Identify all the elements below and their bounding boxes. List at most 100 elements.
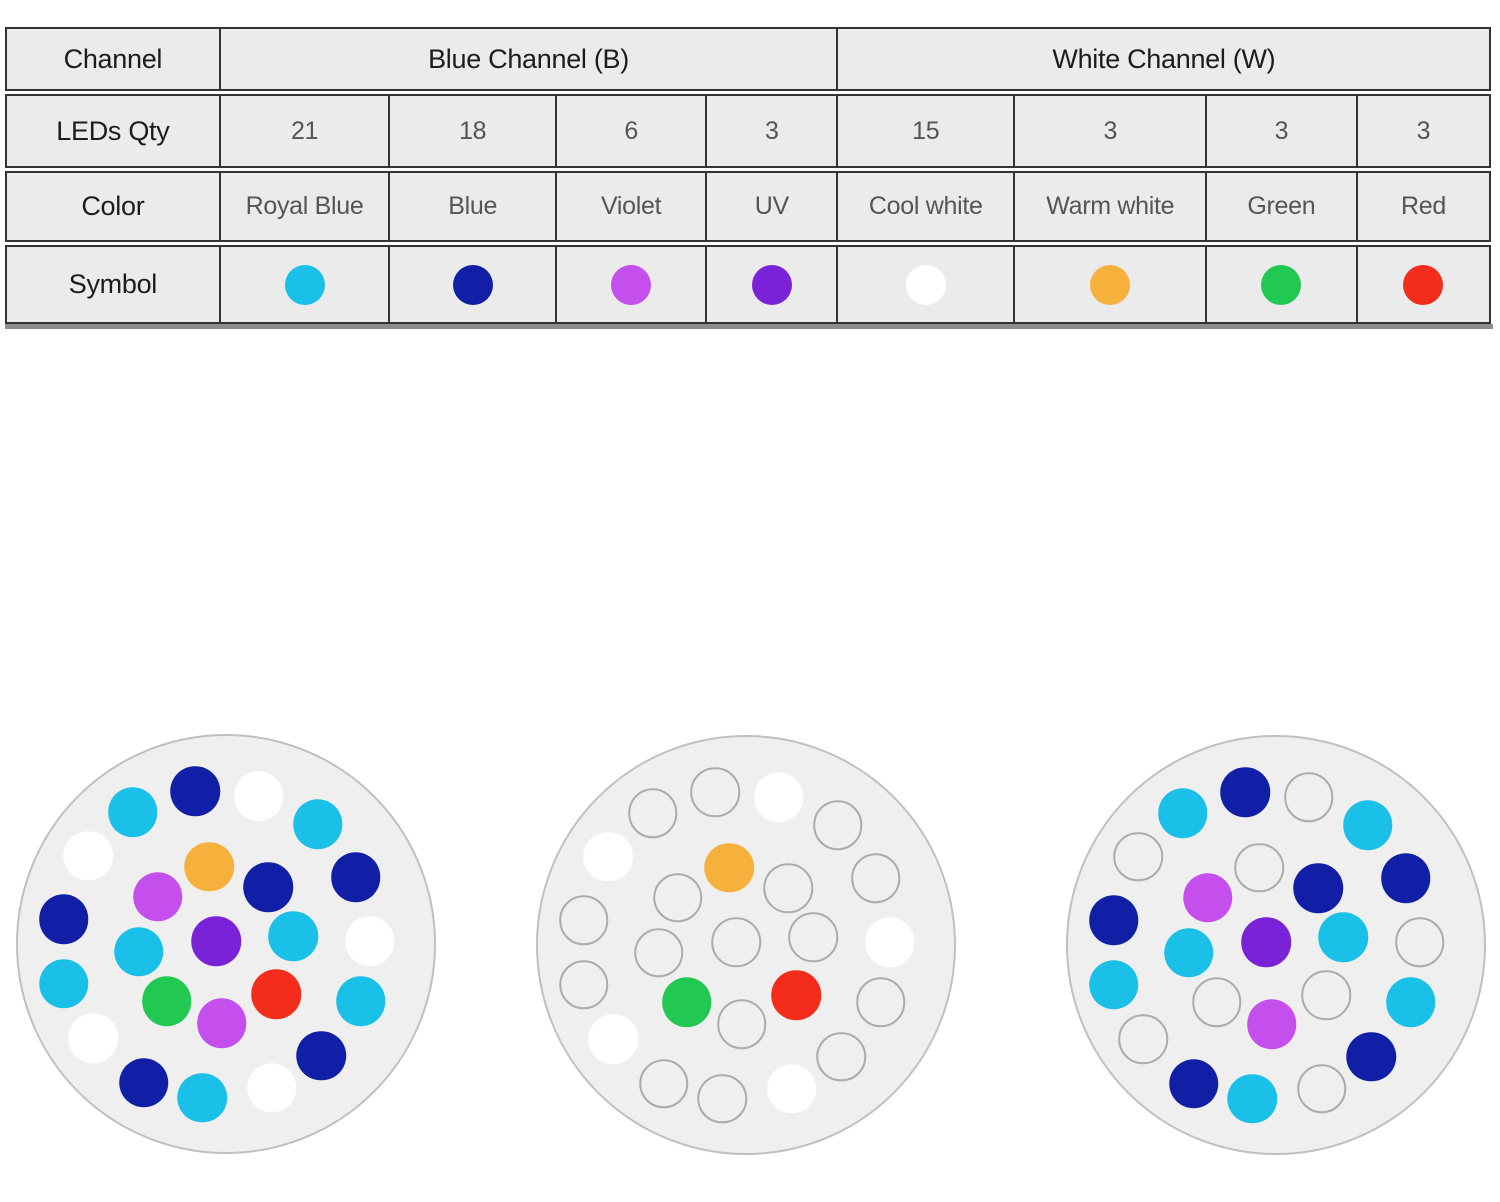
- led-red-lit: [771, 970, 822, 1021]
- color-row: Color Royal Blue Blue Violet UV Cool whi…: [5, 171, 1493, 242]
- color-name-warm-white: Warm white: [1015, 171, 1208, 242]
- symbol-dot-red-icon: [1403, 264, 1444, 305]
- led-uv-lit: [191, 916, 241, 966]
- led-blue-unlit: [559, 895, 609, 945]
- led-disc-blue-channel: [1066, 735, 1486, 1155]
- qty-violet: 6: [557, 94, 708, 168]
- led-royal-blue-unlit: [633, 928, 684, 978]
- led-cool-white-unlit: [1118, 1014, 1169, 1064]
- led-cool-white-lit: [63, 831, 114, 881]
- led-blue-lit: [1293, 863, 1344, 914]
- qty-uv: 3: [707, 94, 839, 168]
- leds-qty-row-label: LEDs Qty: [5, 94, 221, 168]
- color-name-blue: Blue: [390, 171, 558, 242]
- led-green-lit: [141, 976, 192, 1027]
- led-royal-blue-lit: [1318, 912, 1369, 962]
- qty-green: 3: [1207, 94, 1358, 168]
- qty-cool-white: 15: [838, 94, 1016, 168]
- led-warm-white-lit: [184, 841, 235, 892]
- led-blue-lit: [1381, 853, 1431, 904]
- led-royal-blue-lit: [1343, 800, 1393, 850]
- led-red-lit: [251, 969, 302, 1020]
- led-uv-lit: [1241, 917, 1291, 967]
- qty-red: 3: [1357, 94, 1492, 168]
- color-name-red: Red: [1357, 171, 1492, 242]
- led-royal-blue-lit: [1227, 1073, 1278, 1124]
- led-disc-all-channels: [16, 734, 436, 1154]
- led-cool-white-lit: [234, 771, 284, 822]
- qty-blue: 18: [390, 94, 558, 168]
- led-cool-white-lit: [344, 916, 395, 966]
- color-name-uv: UV: [707, 171, 839, 242]
- led-royal-blue-lit: [1158, 788, 1208, 838]
- led-warm-white-lit: [704, 842, 755, 893]
- led-royal-blue-lit: [113, 927, 164, 977]
- symbol-dot-royal-blue-icon: [284, 264, 325, 305]
- symbol-dot-uv-icon: [751, 264, 792, 305]
- led-royal-blue-unlit: [697, 1073, 748, 1124]
- led-cool-white-lit: [583, 832, 634, 882]
- led-blue-lit: [39, 894, 89, 944]
- symbol-dot-green-icon: [1261, 264, 1302, 305]
- led-royal-blue-lit: [39, 958, 89, 1009]
- led-cool-white-unlit: [1284, 772, 1334, 823]
- led-cool-white-unlit: [1297, 1063, 1347, 1114]
- symbol-row-label: Symbol: [5, 245, 221, 324]
- leds-qty-row: LEDs Qty 21 18 6 3 15 3 3 3: [5, 94, 1493, 168]
- led-cool-white-lit: [247, 1062, 297, 1113]
- color-name-cool-white: Cool white: [838, 171, 1016, 242]
- led-cool-white-lit: [588, 1014, 639, 1064]
- channel-row-label: Channel: [5, 27, 221, 91]
- led-royal-blue-unlit: [559, 959, 609, 1010]
- symbol-dot-blue-icon: [452, 264, 493, 305]
- symbol-dot-cool-white-icon: [905, 264, 946, 305]
- led-royal-blue-lit: [177, 1072, 228, 1123]
- color-name-violet: Violet: [557, 171, 708, 242]
- led-royal-blue-lit: [293, 799, 343, 849]
- led-blue-unlit: [851, 853, 901, 904]
- led-royal-blue-unlit: [856, 977, 906, 1028]
- led-cool-white-lit: [68, 1013, 119, 1063]
- led-blue-lit: [1168, 1058, 1219, 1109]
- color-row-label: Color: [5, 171, 221, 242]
- led-violet-unlit: [717, 999, 767, 1049]
- led-blue-lit: [243, 862, 294, 913]
- led-green-unlit: [1191, 977, 1242, 1028]
- led-cool-white-lit: [754, 772, 804, 823]
- symbol-dot-warm-white-icon: [1090, 264, 1131, 305]
- led-violet-lit: [197, 998, 247, 1048]
- led-royal-blue-lit: [1386, 977, 1436, 1028]
- led-blue-unlit: [763, 863, 814, 914]
- led-royal-blue-lit: [108, 787, 158, 837]
- led-blue-lit: [331, 852, 381, 903]
- led-royal-blue-unlit: [813, 800, 863, 850]
- led-blue-lit: [118, 1057, 169, 1108]
- symbol-dot-violet-icon: [611, 264, 652, 305]
- led-red-unlit: [1301, 970, 1352, 1021]
- led-cool-white-unlit: [1113, 832, 1164, 882]
- led-disc-white-channel: [536, 735, 956, 1155]
- led-cool-white-lit: [864, 917, 915, 967]
- led-channel-table: Channel Blue Channel (B) White Channel (…: [5, 27, 1493, 329]
- led-violet-unlit: [653, 872, 703, 923]
- symbol-row: Symbol: [5, 245, 1493, 324]
- white-channel-header: White Channel (W): [838, 27, 1492, 91]
- channel-row: Channel Blue Channel (B) White Channel (…: [5, 27, 1493, 91]
- led-royal-blue-lit: [336, 976, 386, 1027]
- color-name-green: Green: [1207, 171, 1358, 242]
- qty-warm-white: 3: [1015, 94, 1208, 168]
- led-royal-blue-lit: [268, 911, 319, 961]
- table-bottom-rule: [5, 324, 1493, 329]
- blue-channel-header: Blue Channel (B): [220, 27, 839, 91]
- qty-royal-blue: 21: [220, 94, 391, 168]
- led-blue-lit: [1346, 1032, 1396, 1082]
- led-blue-lit: [1089, 895, 1139, 945]
- led-blue-unlit: [638, 1058, 689, 1109]
- led-uv-unlit: [711, 917, 761, 967]
- led-cool-white-unlit: [1394, 917, 1445, 967]
- led-green-lit: [661, 977, 712, 1028]
- led-blue-unlit: [690, 767, 740, 818]
- led-cool-white-lit: [767, 1063, 817, 1114]
- led-violet-lit: [133, 871, 183, 922]
